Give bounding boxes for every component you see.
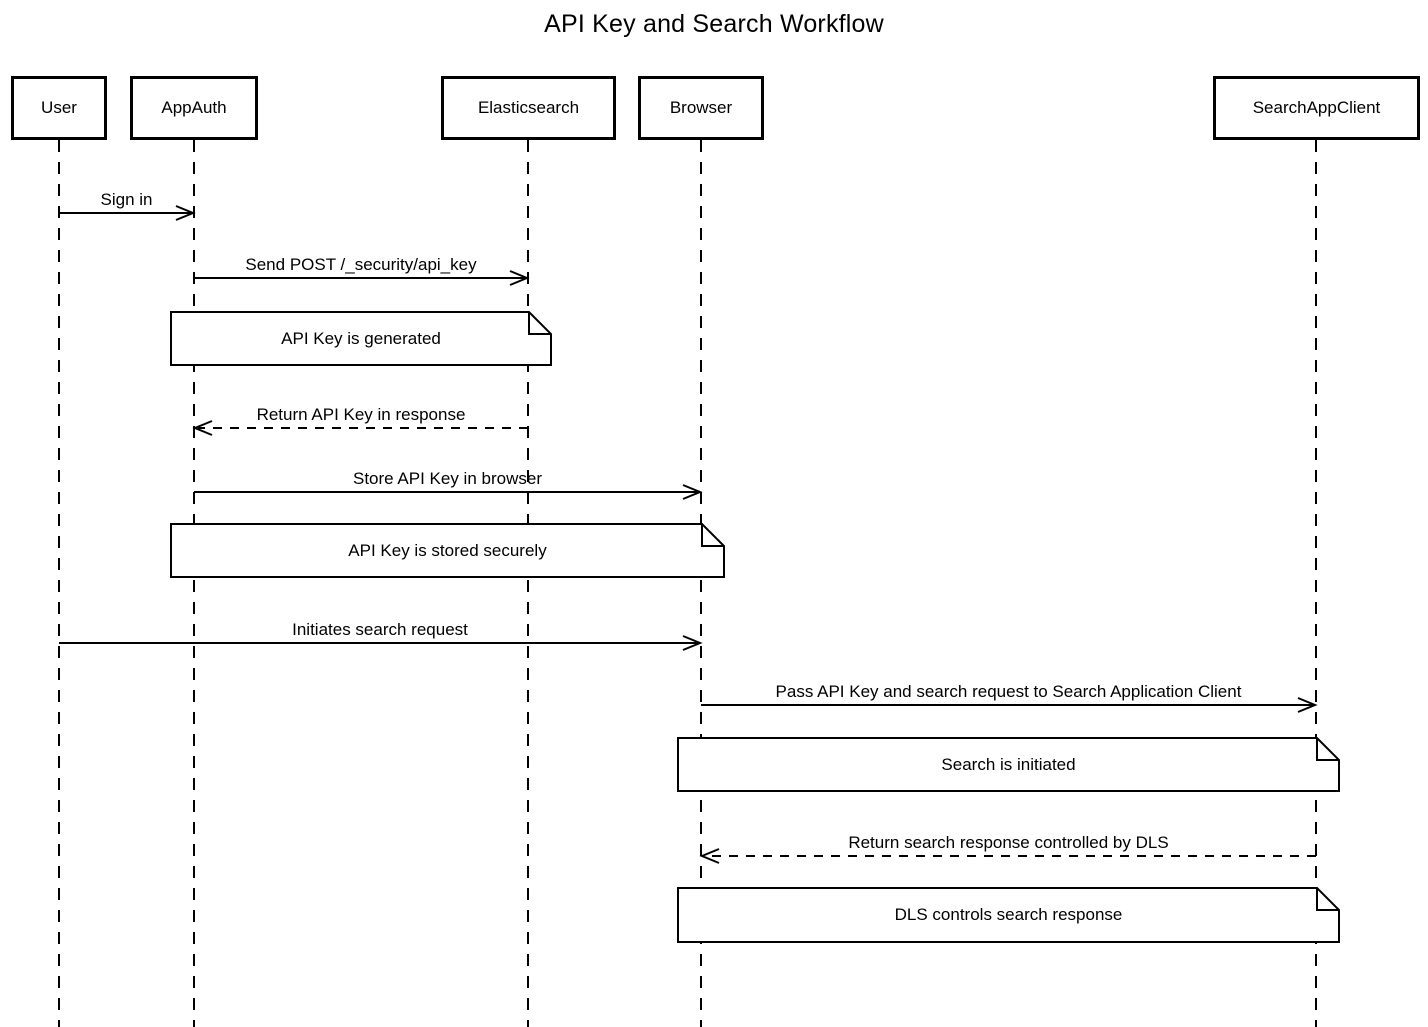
arrowhead-initiates-search <box>682 635 703 651</box>
diagram-title: API Key and Search Workflow <box>544 10 884 38</box>
note-shape-api-key-generated <box>170 311 552 366</box>
note-fold-search-initiated <box>1316 738 1339 761</box>
actor-appauth-label: AppAuth <box>161 98 227 117</box>
note-fold-api-key-generated <box>528 312 551 335</box>
note-fold-dls-controls <box>1316 888 1339 911</box>
arrowhead-return-search-response <box>699 848 720 864</box>
arrowhead-store-api-key <box>682 484 703 500</box>
actor-searchappclient: SearchAppClient <box>1213 76 1420 140</box>
actor-appauth: AppAuth <box>130 76 258 140</box>
actor-searchappclient-label: SearchAppClient <box>1252 98 1381 117</box>
arrowhead-send-post <box>509 270 530 286</box>
actor-elasticsearch: Elasticsearch <box>441 76 616 140</box>
actor-elasticsearch-label: Elasticsearch <box>477 98 580 117</box>
arrowhead-return-api-key <box>192 420 213 436</box>
note-shape-api-key-stored <box>170 523 725 578</box>
arrowhead-pass-api-key <box>1297 697 1318 713</box>
note-shape-dls-controls <box>677 887 1340 943</box>
note-shape-search-initiated <box>677 737 1340 792</box>
actor-user: User <box>11 76 107 140</box>
actor-browser: Browser <box>638 76 764 140</box>
actor-browser-label: Browser <box>669 98 733 117</box>
note-fold-api-key-stored <box>701 524 724 547</box>
arrowhead-sign-in <box>175 205 196 221</box>
actor-user-label: User <box>41 98 77 117</box>
